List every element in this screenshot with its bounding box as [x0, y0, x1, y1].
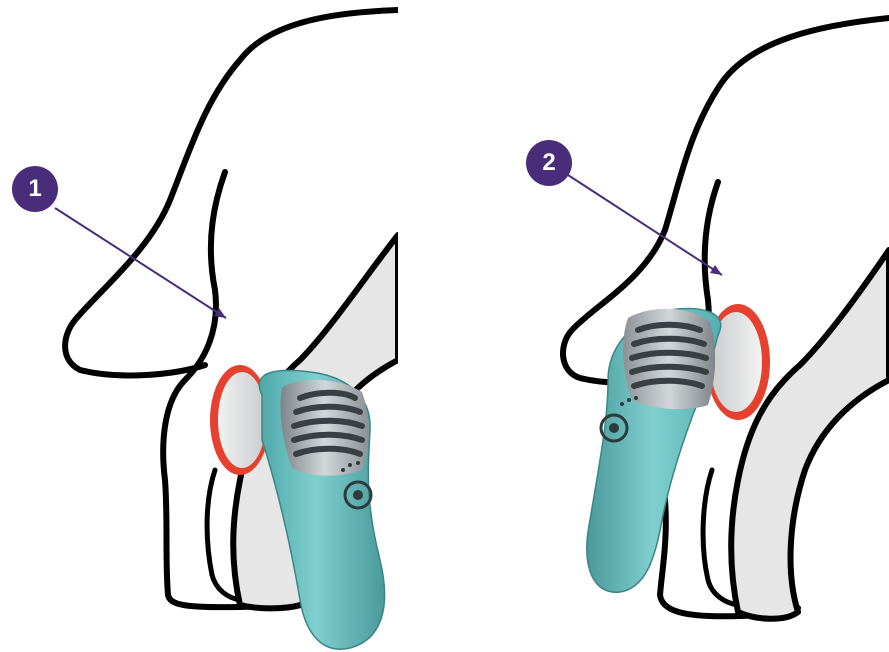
dog-leg-illustration-1	[0, 0, 398, 652]
step-1-panel: 1	[0, 0, 398, 652]
dog-far-leg-2	[731, 250, 889, 619]
dog-leg-illustration-2	[400, 0, 889, 652]
step-badge-2: 2	[526, 140, 572, 186]
step-2-panel: 2	[400, 0, 889, 652]
step-number-1: 1	[28, 175, 41, 203]
step-badge-1: 1	[12, 166, 58, 212]
step-arrow-1	[55, 208, 226, 318]
step-number-2: 2	[542, 149, 555, 177]
